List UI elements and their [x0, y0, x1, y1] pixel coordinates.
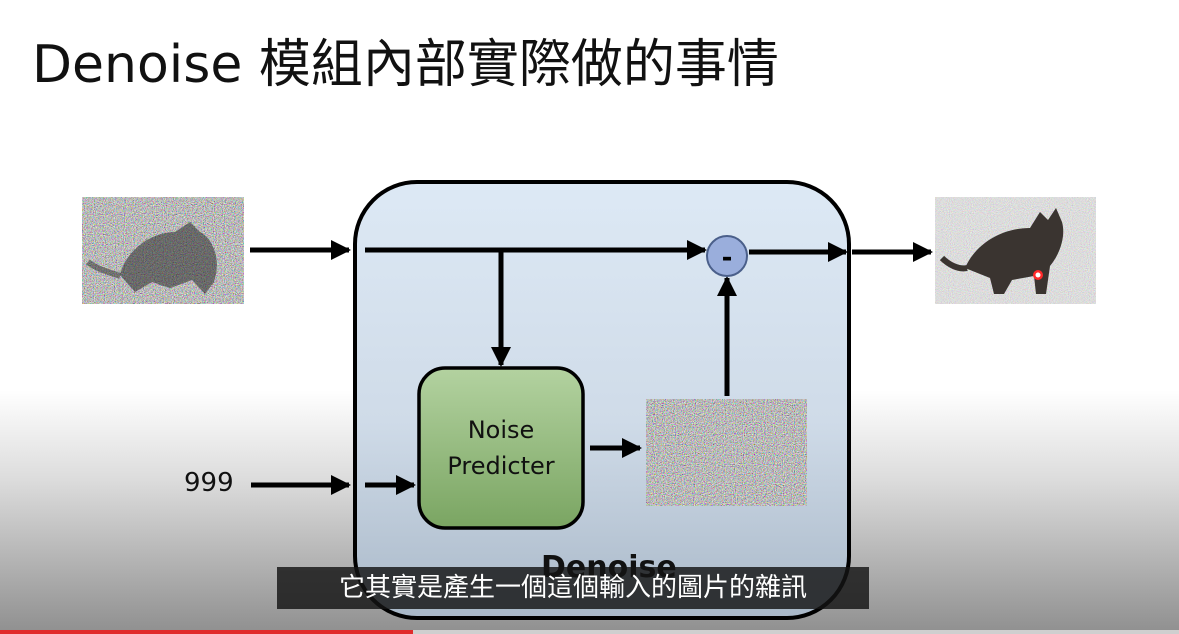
predicted-noise-image [646, 399, 807, 506]
output-denoised-image [935, 197, 1096, 304]
noise-predicter-box [417, 366, 585, 530]
video-progress-fill [0, 630, 413, 634]
video-progress-bar[interactable] [0, 630, 1179, 634]
subtract-operator [706, 235, 748, 277]
step-input-label: 999 [184, 468, 234, 498]
subtract-operator-symbol: - [722, 243, 733, 273]
input-noisy-image [82, 197, 244, 304]
slide-title: Denoise 模組內部實際做的事情 [32, 35, 779, 95]
video-caption: 它其實是產生一個這個輸入的圖片的雜訊 [277, 567, 869, 609]
